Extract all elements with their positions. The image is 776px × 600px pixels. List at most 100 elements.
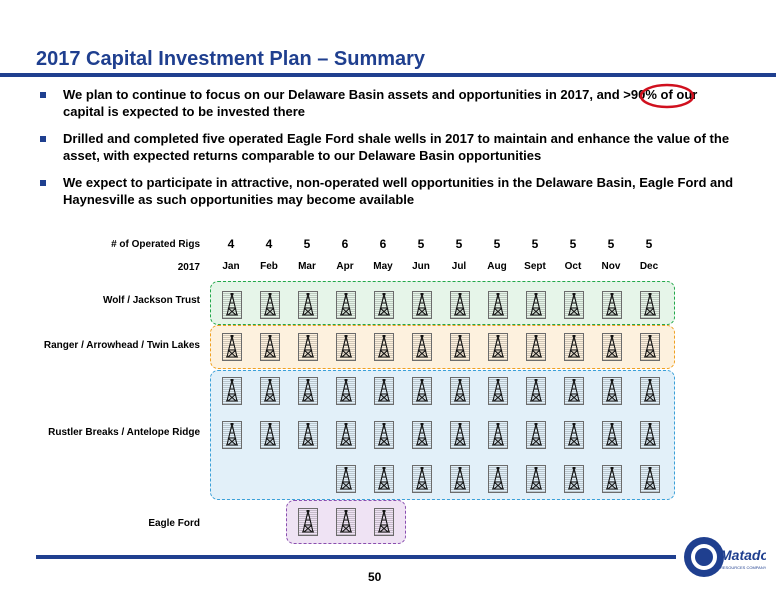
rig-count-oct: 5 [569, 237, 577, 251]
bullet-square-icon [40, 92, 46, 98]
rig-glyph [568, 379, 580, 402]
rig-count-sept: 5 [531, 237, 539, 251]
drilling-rig-icon [336, 333, 356, 361]
rig-glyph [568, 335, 580, 358]
rig-glyph [264, 379, 276, 402]
rig-glyph [264, 293, 276, 316]
month-may: May [373, 261, 393, 272]
rig-glyph [492, 423, 504, 446]
rig-glyph [378, 467, 390, 490]
drilling-rig-icon [564, 333, 584, 361]
rig-glyph [378, 335, 390, 358]
rig-glyph [340, 510, 352, 533]
year-label: 2017 [177, 262, 200, 273]
drilling-rig-icon [640, 421, 660, 449]
rig-glyph [530, 379, 542, 402]
rig-glyph [606, 293, 618, 316]
drilling-rig-icon [298, 377, 318, 405]
drilling-rig-icon [374, 421, 394, 449]
drilling-rig-icon [412, 291, 432, 319]
rig-glyph [568, 293, 580, 316]
drilling-rig-icon [602, 291, 622, 319]
drilling-rig-icon [450, 291, 470, 319]
drilling-rig-icon [602, 465, 622, 493]
rig-glyph [416, 293, 428, 316]
rig-count-dec: 5 [645, 237, 653, 251]
rig-group-band [210, 370, 675, 500]
drilling-rig-icon [602, 377, 622, 405]
rig-glyph [378, 510, 390, 533]
rig-glyph [606, 379, 618, 402]
drilling-rig-icon [526, 333, 546, 361]
rig-glyph [378, 379, 390, 402]
drilling-rig-icon [640, 291, 660, 319]
drilling-rig-icon [260, 333, 280, 361]
drilling-rig-icon [374, 291, 394, 319]
drilling-rig-icon [336, 377, 356, 405]
month-sept: Sept [524, 261, 546, 272]
rig-glyph [416, 423, 428, 446]
rig-count-jun: 5 [417, 237, 425, 251]
drilling-rig-icon [298, 508, 318, 536]
rig-glyph [302, 423, 314, 446]
month-jun: Jun [412, 261, 430, 272]
rig-glyph [644, 335, 656, 358]
drilling-rig-icon [526, 421, 546, 449]
bullet-item: Drilled and completed five operated Eagl… [40, 130, 740, 164]
drilling-rig-icon [412, 333, 432, 361]
drilling-rig-icon [564, 291, 584, 319]
rig-glyph [264, 423, 276, 446]
footer-rule [36, 555, 676, 559]
rig-glyph [226, 335, 238, 358]
drilling-rig-icon [450, 421, 470, 449]
rig-glyph [302, 510, 314, 533]
title-rule [0, 73, 776, 77]
rig-glyph [644, 467, 656, 490]
bullet-list: We plan to continue to focus on our Dela… [40, 86, 740, 218]
drilling-rig-icon [526, 377, 546, 405]
rig-glyph [644, 293, 656, 316]
rig-glyph [302, 293, 314, 316]
group-label-eagle-ford: Eagle Ford [148, 518, 200, 529]
drilling-rig-icon [526, 465, 546, 493]
rig-glyph [340, 379, 352, 402]
rig-glyph [226, 379, 238, 402]
rig-glyph [340, 423, 352, 446]
rig-glyph [530, 423, 542, 446]
rig-glyph [340, 467, 352, 490]
rig-glyph [568, 423, 580, 446]
rig-glyph [606, 423, 618, 446]
rig-glyph [530, 293, 542, 316]
month-apr: Apr [336, 261, 354, 272]
bullet-square-icon [40, 180, 46, 186]
rig-glyph [492, 467, 504, 490]
rig-glyph [454, 293, 466, 316]
rig-glyph [378, 423, 390, 446]
drilling-rig-icon [222, 291, 242, 319]
drilling-rig-icon [564, 421, 584, 449]
month-jul: Jul [451, 261, 467, 272]
bullet-text: We expect to participate in attractive, … [63, 175, 734, 207]
drilling-rig-icon [298, 333, 318, 361]
rig-glyph [454, 423, 466, 446]
drilling-rig-icon [450, 465, 470, 493]
drilling-rig-icon [260, 291, 280, 319]
rig-glyph [340, 335, 352, 358]
rig-count-apr: 6 [341, 237, 349, 251]
group-label-wolf-jackson: Wolf / Jackson Trust [102, 295, 200, 306]
rig-glyph [644, 379, 656, 402]
drilling-rig-icon [450, 333, 470, 361]
drilling-rig-icon [336, 508, 356, 536]
drilling-rig-icon [374, 465, 394, 493]
rig-glyph [264, 335, 276, 358]
drilling-rig-icon [260, 421, 280, 449]
highlight-circle [639, 83, 695, 109]
drilling-rig-icon [222, 377, 242, 405]
rig-count-jul: 5 [455, 237, 463, 251]
rig-group-band [210, 325, 675, 369]
rig-glyph [340, 293, 352, 316]
drilling-rig-icon [222, 333, 242, 361]
bullet-item: We expect to participate in attractive, … [40, 174, 740, 208]
rig-count-jan: 4 [227, 237, 235, 251]
page-title: 2017 Capital Investment Plan – Summary [36, 48, 426, 70]
